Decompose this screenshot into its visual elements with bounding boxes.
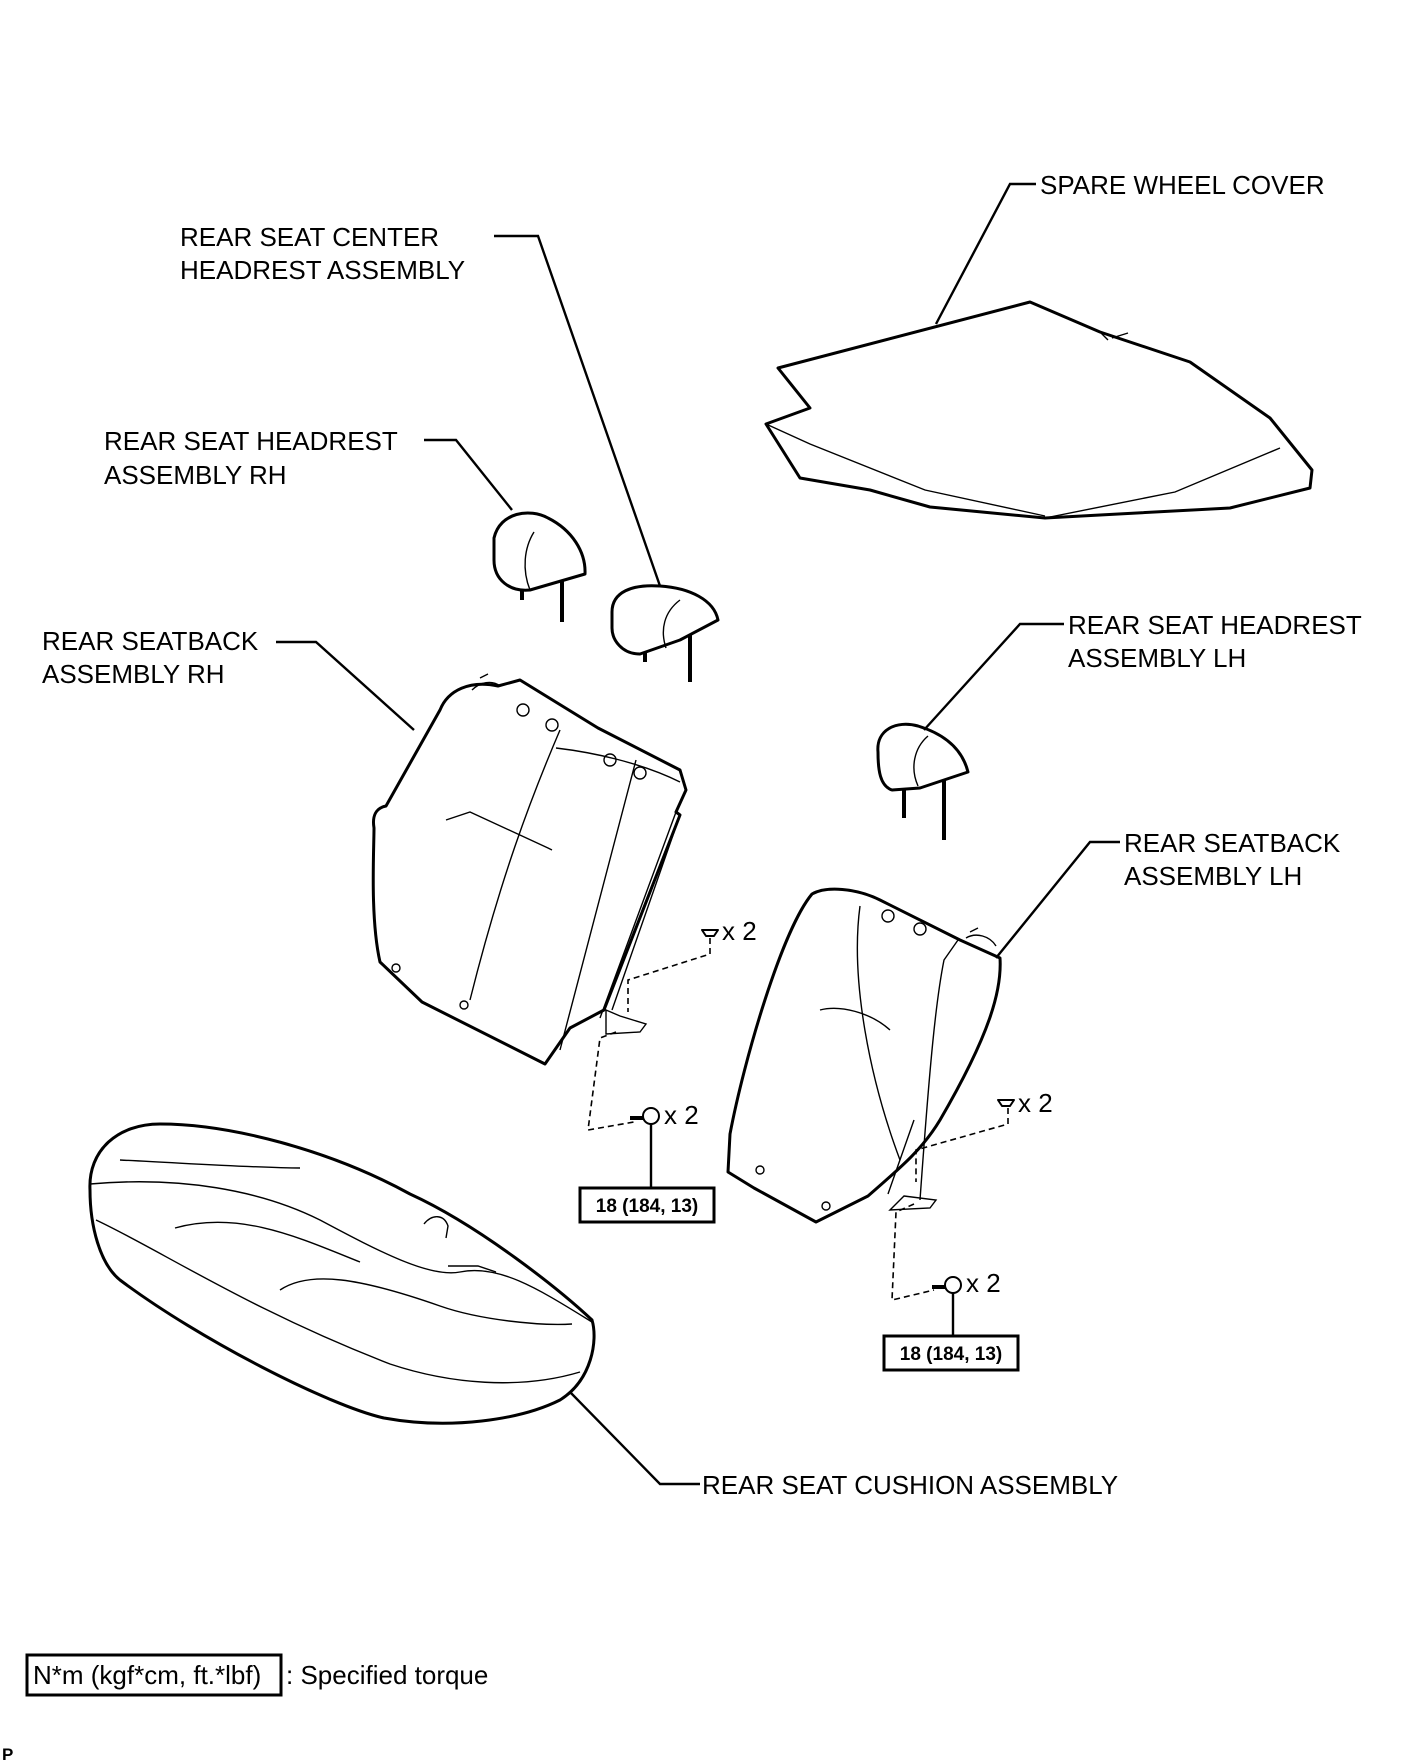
leader-lines <box>276 182 1120 1486</box>
clip-rh-guide <box>627 938 711 1012</box>
seatback-rh-label-line1: REAR SEATBACK <box>42 626 259 656</box>
seatback-lh-label-line1: REAR SEATBACK <box>1124 828 1341 858</box>
center-headrest-label-line2: HEADREST ASSEMBLY <box>180 255 465 285</box>
headrest-rh-part <box>492 511 587 622</box>
center-headrest-part <box>610 584 720 682</box>
legend-description: : Specified torque <box>286 1660 488 1690</box>
seat-cushion-part <box>88 1122 596 1425</box>
corner-mark: P <box>2 1745 13 1763</box>
seatback-lh-part <box>726 887 1002 1224</box>
headrest-lh-part <box>876 722 970 840</box>
bolt-lh-guide <box>891 1203 935 1302</box>
torque-rh-value: 18 (184, 13) <box>596 1196 698 1217</box>
bolt-rh-quantity: x 2 <box>664 1100 699 1130</box>
center-headrest-label-line1: REAR SEAT CENTER <box>180 222 439 252</box>
spare-wheel-cover-label: SPARE WHEEL COVER <box>1040 170 1325 200</box>
clip-lh-icon <box>997 1099 1015 1107</box>
torque-legend: N*m (kgf*cm, ft.*lbf) : Specified torque <box>25 1653 488 1697</box>
seat-cushion-label: REAR SEAT CUSHION ASSEMBLY <box>702 1470 1118 1500</box>
bolt-rh-guide <box>587 1031 635 1131</box>
torque-lh-value: 18 (184, 13) <box>900 1344 1002 1365</box>
headrest-lh-label-line1: REAR SEAT HEADREST <box>1068 610 1362 640</box>
seatback-lh-label-line2: ASSEMBLY LH <box>1124 861 1302 891</box>
torque-rh-box: 18 (184, 13) <box>578 1186 716 1224</box>
spare-wheel-cover-part <box>764 300 1314 520</box>
torque-lh-box: 18 (184, 13) <box>882 1334 1020 1372</box>
seatback-rh-label-line2: ASSEMBLY RH <box>42 659 225 689</box>
seatback-rh-part <box>371 673 688 1066</box>
legend-unit-text: N*m (kgf*cm, ft.*lbf) <box>33 1660 261 1690</box>
clip-lh-guide <box>915 1108 1009 1182</box>
bolt-lh-quantity: x 2 <box>966 1268 1001 1298</box>
headrest-rh-label-line2: ASSEMBLY RH <box>104 460 287 490</box>
clip-lh-quantity: x 2 <box>1018 1088 1053 1118</box>
clip-rh-quantity: x 2 <box>722 916 757 946</box>
bolt-rh-icon <box>630 1107 660 1125</box>
bolt-lh-icon <box>932 1276 962 1294</box>
clip-rh-icon <box>701 929 719 937</box>
headrest-rh-label-line1: REAR SEAT HEADREST <box>104 426 398 456</box>
headrest-lh-label-line2: ASSEMBLY LH <box>1068 643 1246 673</box>
